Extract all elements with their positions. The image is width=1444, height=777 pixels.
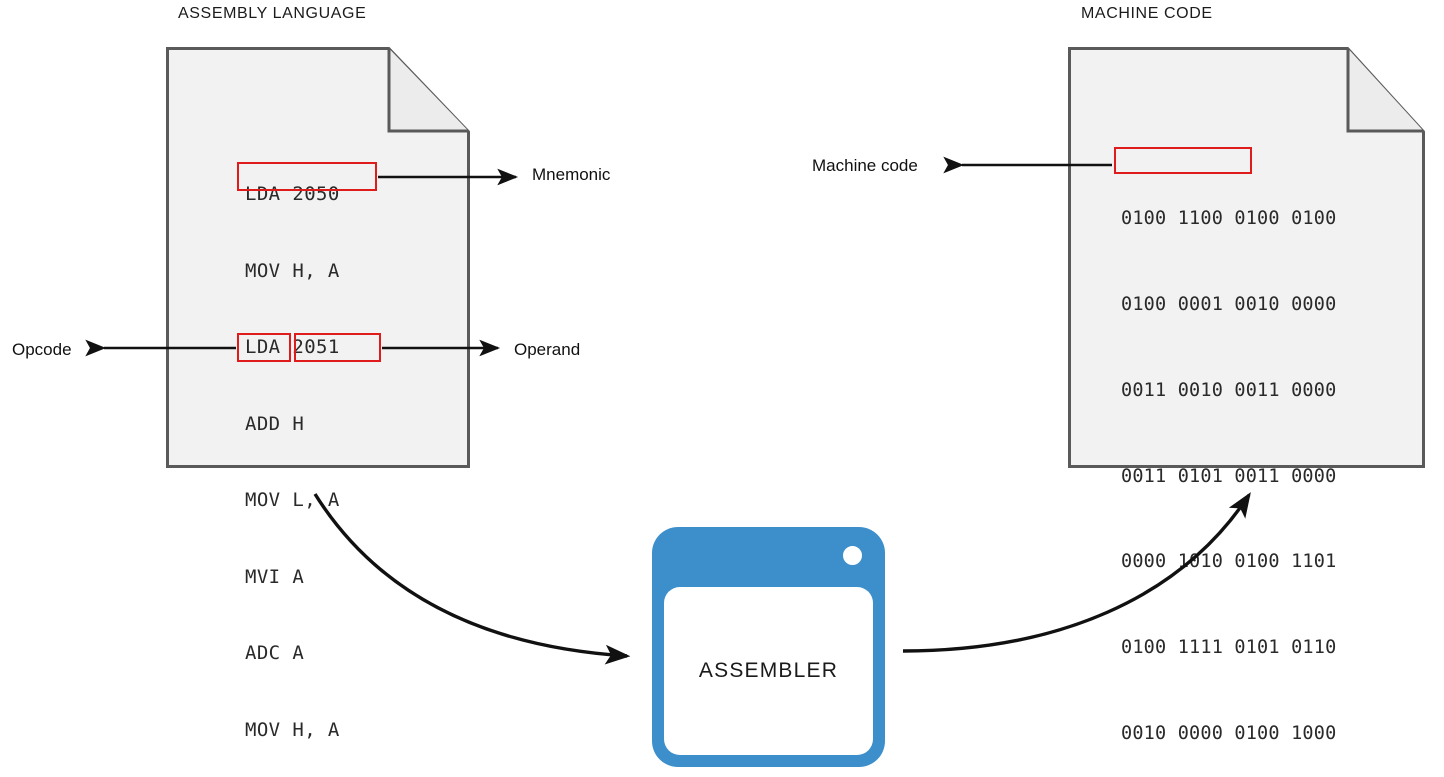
assembly-code-line: MOV L, A xyxy=(245,489,340,511)
assembly-code-line: MOV H, A xyxy=(245,259,340,282)
machine-code-line: 0100 1111 0101 0110 xyxy=(1121,637,1337,659)
assembler-hole-icon xyxy=(840,543,865,568)
assembly-code-line: ADC A xyxy=(245,642,305,664)
machine-code-line: 0100 0001 0010 0000 xyxy=(1121,293,1337,315)
assembler-label: ASSEMBLER xyxy=(698,659,839,682)
opcode-highlight-box xyxy=(237,333,291,362)
machine-code-line: 0010 0000 0100 1000 xyxy=(1121,722,1337,744)
machine-code-line: 0011 0101 0011 0000 xyxy=(1121,465,1337,487)
assembly-code-line: LDA 2050 xyxy=(245,183,340,205)
machine-code-listing: 0100 1100 0100 0100 0100 0001 0010 0000 … xyxy=(1121,148,1336,777)
mnemonic-highlight-box xyxy=(237,162,377,191)
operand-label: Operand xyxy=(514,340,581,359)
operand-highlight-box xyxy=(294,333,381,362)
assembly-code-line: LDA 2051 xyxy=(245,336,340,358)
mnemonic-label: Mnemonic xyxy=(532,165,611,184)
assembly-code-listing: LDA 2050 MOV H, A LDA 2051 ADD H MOV L, … xyxy=(245,131,352,777)
machine-code-label: Machine code xyxy=(812,156,918,175)
machine-code-highlight-box xyxy=(1114,147,1252,174)
machine-code-heading: MACHINE CODE xyxy=(1081,5,1213,22)
assembler-node: ASSEMBLER xyxy=(652,527,885,767)
machine-code-line: 0000 1010 0100 1101 xyxy=(1121,551,1337,573)
assembly-language-heading: ASSEMBLY LANGUAGE xyxy=(178,5,367,22)
assembly-to-assembler-arrow xyxy=(313,493,631,665)
opcode-label: Opcode xyxy=(12,340,72,359)
assembler-inner-panel: ASSEMBLER xyxy=(664,587,873,755)
machine-code-line: 0100 1100 0100 0100 xyxy=(1121,208,1337,230)
assembly-code-line: ADD H xyxy=(245,412,305,435)
assembly-code-line: MOV H, A xyxy=(245,718,340,741)
assembly-code-line: MVI A xyxy=(245,565,305,588)
machine-code-line: 0011 0010 0011 0000 xyxy=(1121,379,1337,401)
